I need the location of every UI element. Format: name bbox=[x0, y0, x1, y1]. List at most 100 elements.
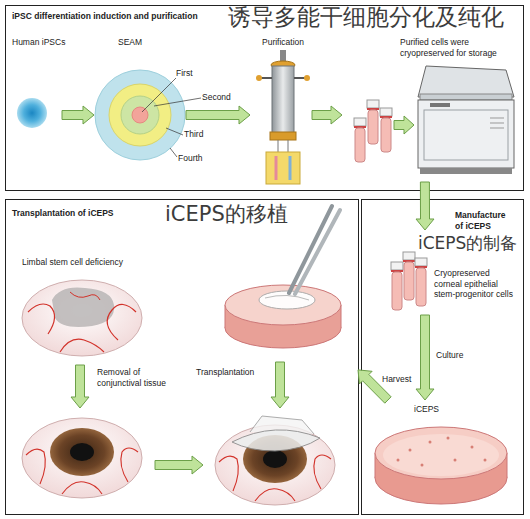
vial-body bbox=[416, 268, 426, 306]
freezer-body bbox=[418, 100, 514, 168]
edge-label: Culture bbox=[436, 350, 463, 361]
vial-body bbox=[392, 272, 402, 310]
eye bbox=[22, 418, 142, 498]
edge-label: Harvest bbox=[382, 374, 411, 385]
chinese-title: iCEPS的移植 bbox=[165, 203, 288, 226]
seam-ring-fourth bbox=[95, 70, 185, 160]
stage-box: Purification bbox=[250, 34, 312, 186]
vial-body bbox=[381, 118, 391, 152]
stage-box: iCEPS bbox=[368, 400, 518, 508]
machine-stem bbox=[280, 50, 286, 62]
freezer-vent bbox=[490, 128, 504, 129]
pupil bbox=[263, 450, 287, 468]
vial-cap bbox=[367, 100, 379, 108]
stage-label: Purified cells were cryopreserved for st… bbox=[400, 37, 518, 58]
blood-vessel bbox=[314, 455, 331, 489]
leader-line bbox=[142, 78, 176, 112]
blood-vessel bbox=[26, 449, 45, 484]
vial-cap bbox=[391, 262, 403, 270]
stage-label: iCEPS bbox=[414, 404, 439, 415]
chinese-title: iCEPS的制备 bbox=[418, 234, 517, 253]
vial-body bbox=[355, 128, 365, 162]
sheet-crease bbox=[265, 295, 309, 300]
blood-vessel bbox=[107, 304, 136, 340]
vial-cap bbox=[354, 118, 366, 126]
cell-dot bbox=[429, 441, 432, 444]
collection-tube bbox=[289, 156, 292, 180]
freezer-base bbox=[420, 168, 512, 174]
panel: Transplantation of iCEPS iCEPS的移植 Limbal s… bbox=[6, 200, 358, 514]
stage-box: Purified cells were cryopreserved for st… bbox=[342, 34, 520, 182]
flow-arrow bbox=[394, 116, 414, 134]
dish-top bbox=[375, 427, 507, 479]
collection-box bbox=[266, 152, 300, 184]
machine-base bbox=[270, 132, 296, 140]
iris bbox=[50, 428, 114, 476]
ipsc-cell bbox=[17, 98, 47, 128]
stage-box: SEAM bbox=[94, 34, 186, 162]
step-label: Transplantation bbox=[196, 367, 254, 378]
vial-cap bbox=[403, 252, 415, 260]
blood-vessel bbox=[70, 292, 100, 300]
blood-vessel bbox=[62, 482, 102, 494]
flow-arrow bbox=[186, 106, 250, 124]
machine-tube bbox=[278, 140, 279, 152]
cell-dot bbox=[471, 446, 474, 449]
cell-dot bbox=[409, 449, 412, 452]
cell-dot bbox=[447, 437, 450, 440]
stage-label: Limbal stem cell deficiency bbox=[22, 257, 123, 268]
freezer-rim bbox=[420, 94, 512, 100]
tweezers bbox=[289, 206, 332, 293]
ring-label: Third bbox=[184, 129, 203, 140]
blood-vessel bbox=[255, 489, 295, 501]
blood-vessel bbox=[219, 456, 238, 491]
stage-box: Cryopreserved corneal epithelial stem-pr… bbox=[385, 230, 520, 315]
flow-arrow bbox=[416, 182, 434, 230]
vial-cap bbox=[415, 258, 427, 266]
blood-vessel bbox=[121, 448, 138, 482]
stage-label: Human iPSCs bbox=[12, 37, 65, 48]
stage-box: Limbal stem cell deficiency bbox=[15, 250, 150, 360]
panel-title: Transplantation of iCEPS bbox=[12, 208, 114, 219]
eye bbox=[22, 280, 142, 356]
machine-body bbox=[272, 66, 294, 134]
flow-arrow bbox=[62, 106, 94, 124]
flow-arrow bbox=[71, 365, 89, 408]
vial-body bbox=[368, 110, 378, 144]
freezer-vent bbox=[490, 123, 504, 124]
dish-culture bbox=[383, 434, 499, 476]
machine-tube bbox=[288, 140, 289, 152]
vial-body bbox=[404, 262, 414, 300]
blood-vessel bbox=[28, 304, 55, 334]
blood-vessel bbox=[60, 339, 104, 352]
flow-arrow bbox=[416, 315, 434, 400]
cell-dot bbox=[397, 459, 400, 462]
flow-arrow bbox=[312, 106, 342, 124]
ring-label: Second bbox=[202, 92, 231, 103]
stage-label: SEAM bbox=[118, 37, 142, 48]
panel-title: Manufacture of iCEPS bbox=[455, 210, 515, 231]
seam-ring-second bbox=[121, 96, 159, 134]
collection-tube bbox=[275, 156, 278, 180]
vial-cap bbox=[380, 108, 392, 116]
cell-dot bbox=[484, 459, 487, 462]
flow-arrow bbox=[155, 456, 203, 474]
leader-line bbox=[170, 148, 177, 157]
freezer-vent bbox=[490, 118, 504, 119]
leader-line bbox=[166, 128, 183, 135]
dish-top bbox=[225, 285, 341, 325]
panel: iPSC differentiation induction and purif… bbox=[6, 6, 523, 190]
stage-label: Purification bbox=[262, 37, 304, 48]
freezer-control bbox=[430, 103, 450, 107]
amniotic-membrane bbox=[232, 430, 320, 451]
freezer-lid bbox=[418, 66, 514, 97]
eye bbox=[215, 425, 335, 505]
ring-label: First bbox=[176, 68, 193, 79]
tweezers bbox=[295, 210, 340, 294]
pupil bbox=[70, 443, 94, 461]
panel-title: iPSC differentiation induction and purif… bbox=[12, 11, 198, 22]
flow-arrow bbox=[271, 362, 289, 408]
ring-label: Fourth bbox=[178, 153, 203, 164]
